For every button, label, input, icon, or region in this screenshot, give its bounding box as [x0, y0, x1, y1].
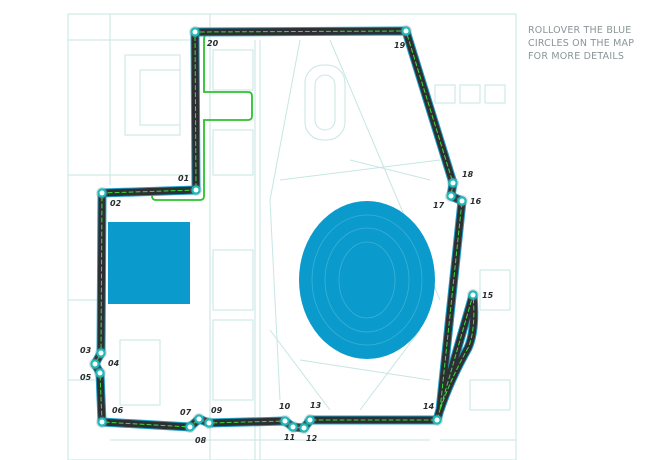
turn-circle-icon[interactable] [204, 418, 214, 428]
turn-label: 07 [180, 408, 192, 417]
turn-circle-icon[interactable] [97, 417, 107, 427]
turn-circle-icon[interactable] [432, 415, 442, 425]
water-pool [108, 222, 190, 304]
turn-marker-16[interactable]: 16 [456, 195, 482, 207]
turn-label: 09 [211, 406, 223, 415]
instruction-line: ROLLOVER THE BLUE [528, 25, 632, 36]
turn-circle-icon[interactable] [468, 290, 478, 300]
instruction-line: FOR MORE DETAILS [528, 51, 625, 62]
turn-label: 06 [112, 406, 124, 415]
turn-circle-icon[interactable] [288, 422, 298, 432]
turn-circle-icon[interactable] [457, 196, 467, 206]
turn-marker-08[interactable]: 08 [184, 421, 207, 445]
turn-circle-icon[interactable] [446, 191, 456, 201]
turn-marker-14[interactable]: 14 [423, 402, 443, 426]
turn-marker-06[interactable]: 06 [96, 406, 124, 428]
turn-label: 19 [394, 41, 406, 50]
turn-label: 16 [470, 197, 482, 206]
turn-label: 05 [80, 373, 92, 382]
turn-label: 04 [108, 359, 120, 368]
turn-circle-icon[interactable] [95, 368, 105, 378]
pit-lane [130, 32, 253, 201]
stadium [299, 201, 435, 359]
turn-marker-10[interactable]: 10 [279, 402, 291, 427]
turn-circle-icon[interactable] [185, 422, 195, 432]
turn-label: 02 [110, 199, 122, 208]
turn-label: 14 [423, 402, 435, 411]
turn-circle-icon[interactable] [97, 188, 107, 198]
turn-label: 13 [310, 401, 322, 410]
turn-label: 11 [284, 433, 295, 442]
turn-circle-icon[interactable] [305, 415, 315, 425]
turn-circle-icon[interactable] [190, 27, 200, 37]
turn-circle-icon[interactable] [299, 423, 309, 433]
turn-circle-icon[interactable] [90, 359, 100, 369]
instruction-line: CIRCLES ON THE MAP [528, 38, 635, 49]
rollover-instructions: ROLLOVER THE BLUE CIRCLES ON THE MAP FOR… [528, 24, 638, 63]
turn-circle-icon[interactable] [448, 178, 458, 188]
turn-label: 08 [195, 436, 207, 445]
background-streets [67, 13, 517, 460]
turn-circle-icon[interactable] [401, 26, 411, 36]
turn-marker-15[interactable]: 15 [467, 289, 494, 301]
turn-marker-20[interactable]: 20 [189, 26, 219, 48]
turn-marker-07[interactable]: 07 [180, 408, 205, 425]
turn-label: 20 [207, 39, 219, 48]
turn-circle-icon[interactable] [191, 185, 201, 195]
turn-marker-03[interactable]: 03 [80, 346, 107, 359]
turn-marker-05[interactable]: 05 [80, 367, 106, 382]
turn-label: 15 [482, 291, 494, 300]
turn-marker-04[interactable]: 04 [89, 358, 120, 370]
turn-marker-12[interactable]: 12 [298, 422, 318, 443]
turn-label: 18 [462, 170, 474, 179]
turn-circle-icon[interactable] [280, 416, 290, 426]
turn-marker-01[interactable]: 01 [178, 174, 202, 196]
turn-marker-19[interactable]: 19 [394, 25, 412, 50]
turn-label: 17 [433, 201, 445, 210]
turn-circle-icon[interactable] [194, 414, 204, 424]
turn-label: 10 [279, 402, 291, 411]
turn-marker-17[interactable]: 17 [433, 190, 457, 210]
turn-marker-09[interactable]: 09 [203, 406, 223, 429]
turn-label: 01 [178, 174, 189, 183]
turn-marker-13[interactable]: 13 [304, 401, 322, 426]
turn-marker-02[interactable]: 02 [96, 187, 122, 208]
turn-label: 03 [80, 346, 92, 355]
turn-marker-18[interactable]: 18 [447, 170, 474, 189]
turn-marker-11[interactable]: 11 [284, 421, 299, 442]
turn-circle-icon[interactable] [96, 348, 106, 358]
turn-label: 12 [306, 434, 318, 443]
